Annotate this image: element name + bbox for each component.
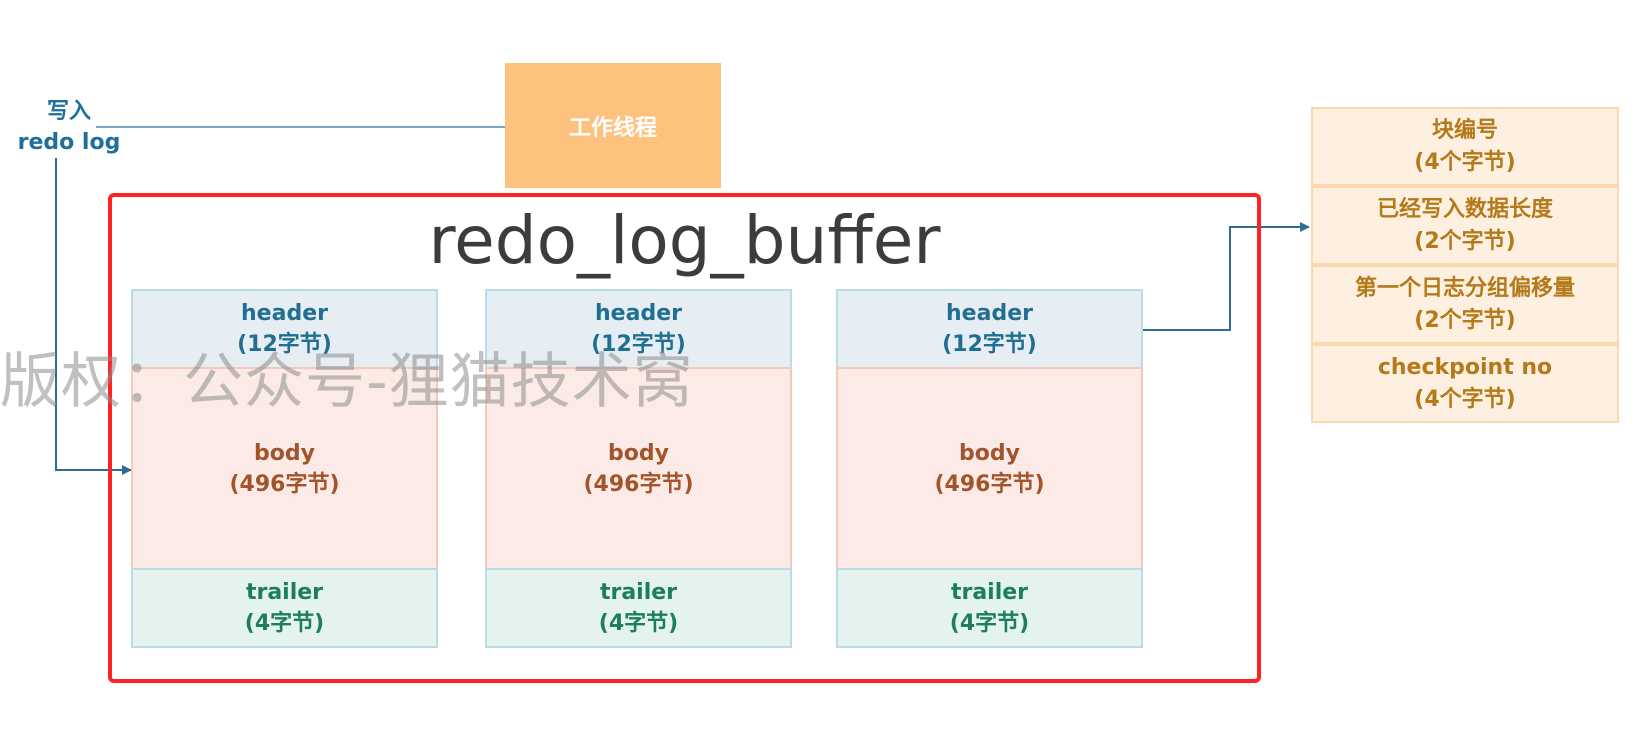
write-label-line1: 写入 [46, 99, 91, 124]
block-1-trailer: trailer (4字节) [131, 568, 438, 648]
block-header-size: (12字节) [591, 332, 686, 357]
header-field-block-no: 块编号 (4个字节) [1311, 107, 1619, 186]
watermark-text: 版权：公众号-狸猫技术窝 [0, 347, 694, 417]
block-trailer-name: trailer [950, 580, 1029, 605]
block-header-name: header [595, 301, 682, 326]
block-1-header: header (12字节) [131, 289, 438, 369]
field-size: (4个字节) [1414, 149, 1516, 175]
block-3-trailer: trailer (4字节) [836, 568, 1143, 648]
header-field-data-len: 已经写入数据长度 (2个字节) [1311, 186, 1619, 265]
block-body-name: body [254, 440, 315, 466]
block-body-name: body [959, 440, 1020, 466]
block-body-size: (496字节) [229, 471, 340, 497]
field-size: (2个字节) [1414, 228, 1516, 254]
header-to-fields-arrow [1142, 222, 1310, 331]
field-name: 第一个日志分组偏移量 [1354, 275, 1575, 301]
block-3-body: body (496字节) [836, 367, 1143, 570]
block-trailer-size: (4字节) [598, 611, 679, 636]
write-label-line2: redo log [17, 130, 121, 155]
write-to-body-arrow [55, 158, 132, 475]
block-header-name: header [241, 301, 328, 326]
block-header-size: (12字节) [942, 332, 1037, 357]
block-trailer-size: (4字节) [244, 611, 325, 636]
block-body-name: body [608, 440, 669, 466]
block-1-body: body (496字节) [131, 367, 438, 570]
write-redo-log-label: 写入 redo log [14, 96, 124, 158]
block-trailer-name: trailer [599, 580, 678, 605]
block-3-header: header (12字节) [836, 289, 1143, 369]
buffer-title: redo_log_buffer [428, 202, 941, 279]
block-2-body: body (496字节) [485, 367, 792, 570]
field-name: 已经写入数据长度 [1376, 196, 1553, 222]
block-trailer-name: trailer [245, 580, 324, 605]
field-name: checkpoint no [1377, 354, 1553, 380]
block-header-size: (12字节) [237, 332, 332, 357]
block-header-name: header [946, 301, 1033, 326]
field-name: 块编号 [1431, 117, 1498, 143]
worker-thread-box: 工作线程 [505, 63, 721, 188]
block-body-size: (496字节) [934, 471, 1045, 497]
field-size: (2个字节) [1414, 307, 1516, 333]
field-size: (4个字节) [1414, 386, 1516, 412]
block-trailer-size: (4字节) [949, 611, 1030, 636]
block-body-size: (496字节) [583, 471, 694, 497]
header-field-first-rec-offset: 第一个日志分组偏移量 (2个字节) [1311, 265, 1619, 344]
worker-thread-label: 工作线程 [568, 115, 657, 141]
redo-log-buffer-frame [108, 193, 1261, 683]
block-2-trailer: trailer (4字节) [485, 568, 792, 648]
header-field-checkpoint-no: checkpoint no (4个字节) [1311, 344, 1619, 423]
